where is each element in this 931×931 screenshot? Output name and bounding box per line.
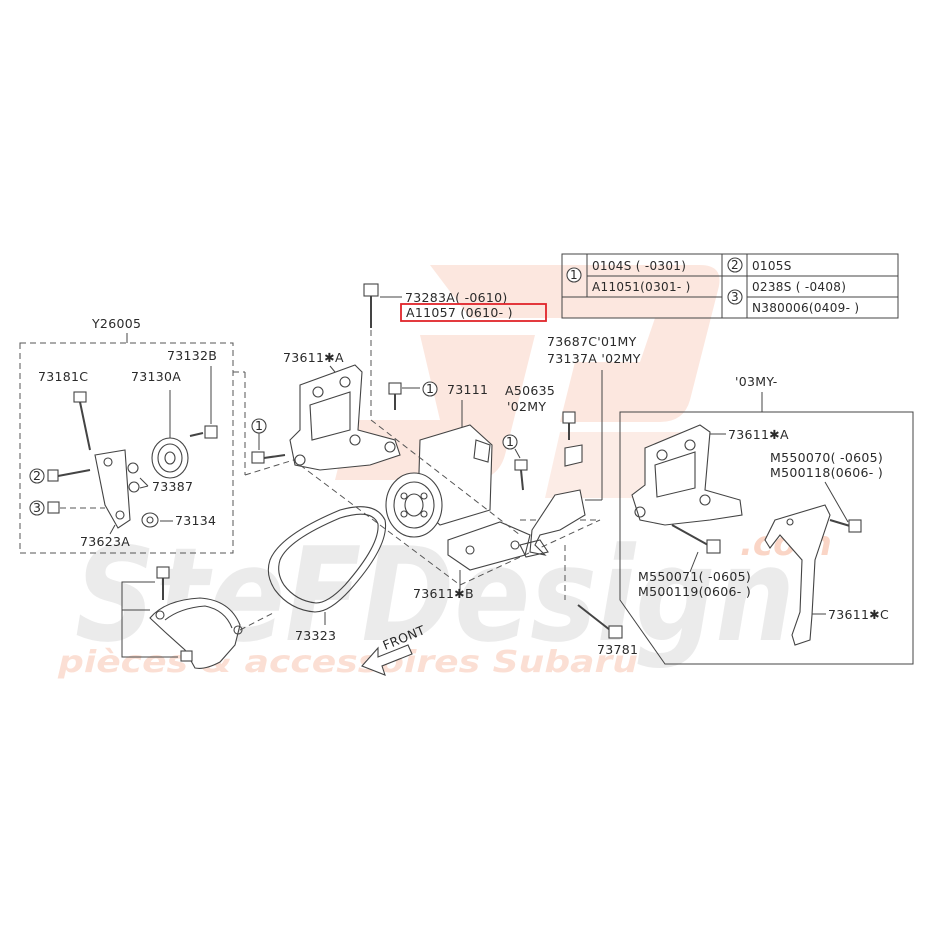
nut-belt-cover-bottom [180,650,193,662]
bolt-belt-cover-top [156,566,170,600]
callout-2-left-text: 2 [33,468,41,483]
legend-row1-entry1: 0104S ( -0301) [592,259,686,273]
legend-num-1 [566,267,582,283]
label-73611a: 73611✱A [283,350,344,365]
legend-num-2-text: 2 [731,258,739,272]
callout-1-a [422,381,438,397]
label-m500119: M500119(0606- ) [638,584,751,599]
group-box-y26005 [19,342,234,554]
callout-3-left-text: 3 [33,500,41,515]
legend-num-3 [727,289,743,305]
callout-2-left [29,468,45,484]
label-73611a-right: 73611✱A [728,427,789,442]
callout-1-c-text: 1 [506,434,514,449]
label-73283a: 73283A( -0610) [405,290,508,305]
group-label-y26005: Y26005 [91,316,141,331]
nuts-73387 [127,462,149,493]
legend-row3-entry2: N380006(0409- ) [752,301,859,315]
label-73323: 73323 [295,628,336,643]
legend-num-1-text: 1 [570,268,578,282]
label-m500118: M500118(0606- ) [770,465,883,480]
legend-num-2 [727,257,743,273]
label-73611b: 73611✱B [413,586,474,601]
label-m550070: M550070( -0605) [770,450,883,465]
bolt-73781 [577,604,623,639]
bolt-m550070 [829,519,862,533]
bracket-73687c [519,489,586,558]
label-m550071: M550071( -0605) [638,569,751,584]
variant-panel [619,411,914,665]
legend-row1-entry2: A11051(0301- ) [592,280,691,294]
label-73387: 73387 [152,479,193,494]
label-73181c: 73181C [38,369,88,384]
highlight-box [400,303,547,322]
label-a50635: A50635 [505,383,555,398]
label-73611c: 73611✱C [828,607,889,622]
variant-label-03my: '03MY- [735,374,778,389]
bolt-callout-1-c [514,448,528,491]
bolt-73132b [189,366,218,439]
label-73687c: 73687C'01MY [547,334,637,349]
label-02my: '02MY [507,399,546,414]
bracket-73611a [289,364,401,471]
belt-73323 [267,506,387,613]
bolt-callout-1-b [251,433,286,464]
label-73134: 73134 [175,513,216,528]
callout-1-c [502,434,518,450]
bracket-73623a [94,449,131,529]
callout-3-left [29,500,45,516]
legend-num-3-text: 3 [731,290,739,304]
label-73130a: 73130A [131,369,181,384]
label-73781: 73781 [597,642,638,657]
legend-row3-entry1: 0238S ( -0408) [752,280,846,294]
callout-1-b-text: 1 [255,418,263,433]
label-73132b: 73132B [167,348,217,363]
bolt-73283a [363,283,379,420]
washer-73134 [141,512,173,528]
callout-1-a-text: 1 [426,381,434,396]
bracket-73611a-right [631,424,743,526]
bolt-a50635 [562,411,583,467]
label-73623a: 73623A [80,534,130,549]
compressor-73111 [385,424,493,538]
legend-table: 1 0104S ( -0301) A11051(0301- ) 2 0105S … [561,253,899,319]
legend-row2-entry1: 0105S [752,259,792,273]
front-arrow-icon [361,644,413,676]
watermark-tagline: pièces & accessoires Subaru [57,645,638,680]
highlight-part-number: A11057 (0610- ) [406,305,513,320]
label-73137a: 73137A '02MY [547,351,641,366]
bolt-73181c [73,391,91,451]
bolt-callout-1-a [388,382,420,410]
label-73111: 73111 [447,382,488,397]
bracket-73611c [764,504,831,646]
bolt-m550071 [671,524,721,554]
pulley-73130a [151,390,189,479]
belt-cover [149,597,243,669]
